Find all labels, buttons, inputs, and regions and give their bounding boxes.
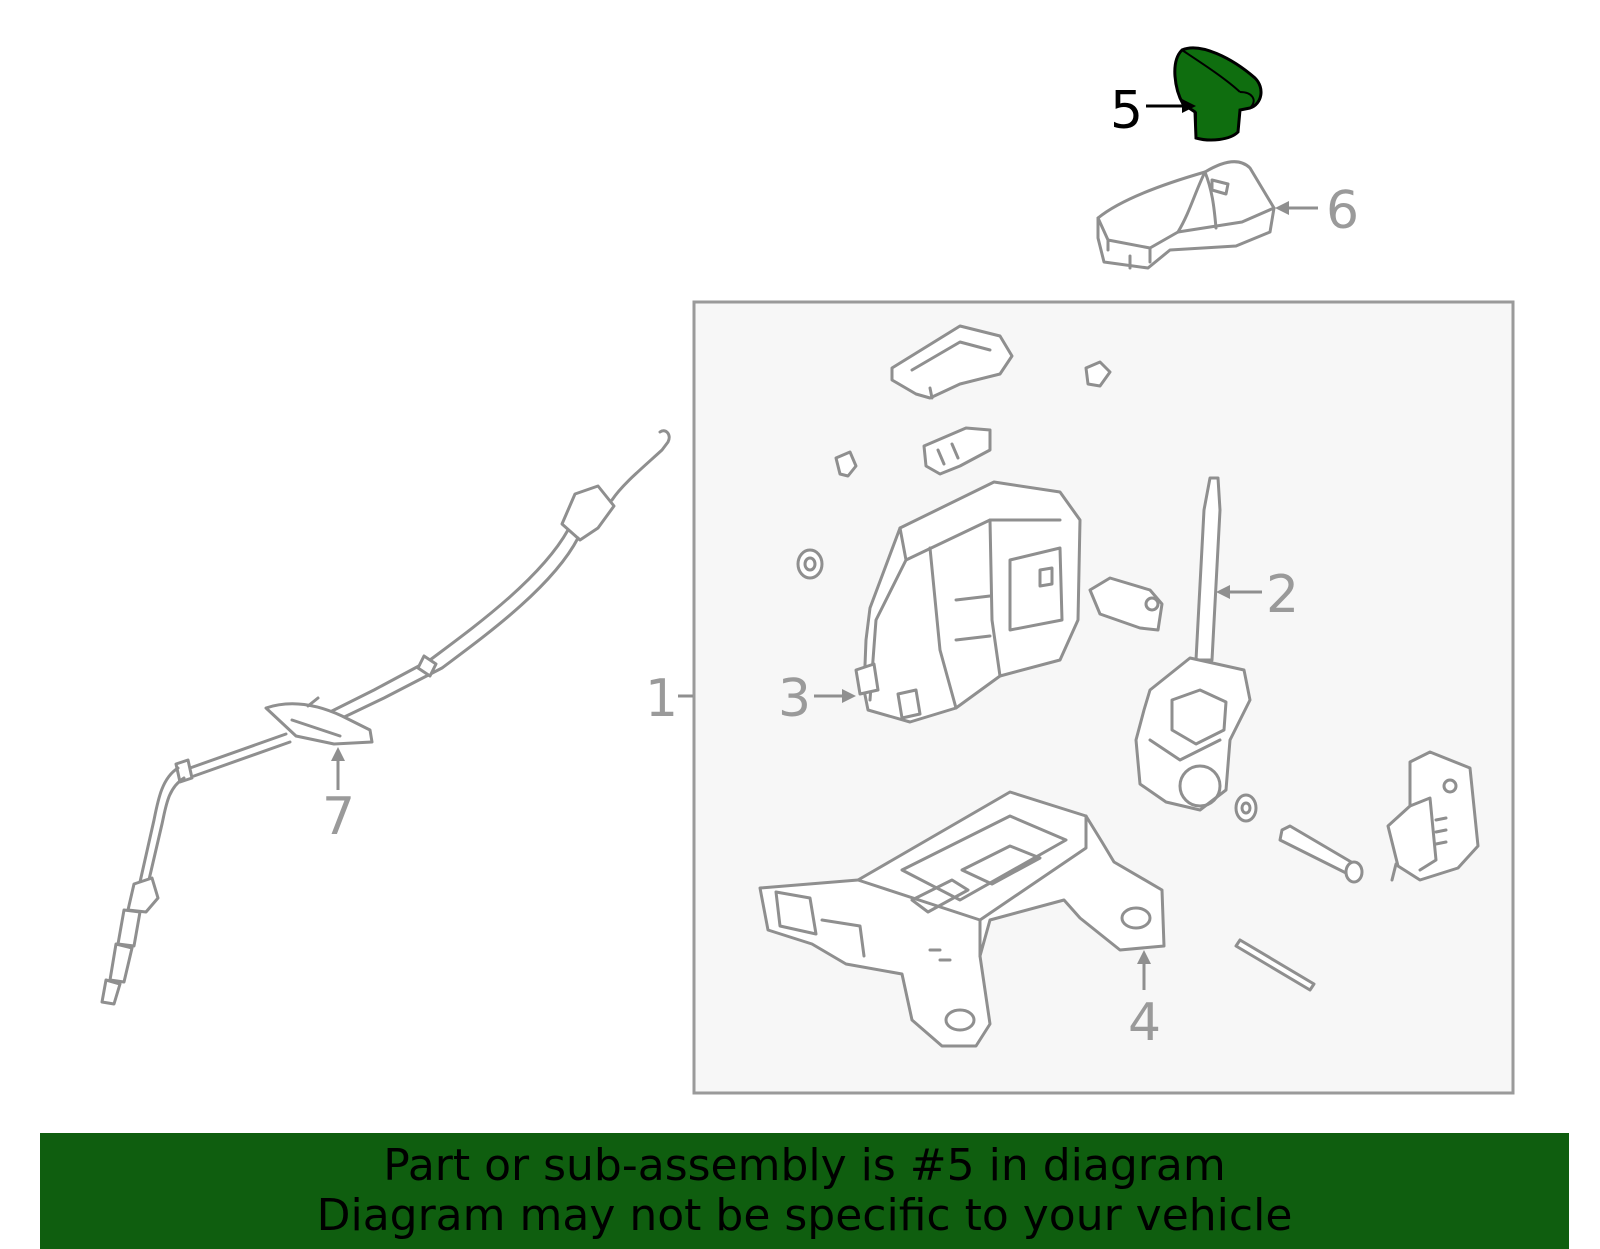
callout-3: 3 bbox=[778, 669, 811, 729]
callout-3-leader bbox=[814, 689, 856, 703]
callout-2-leader bbox=[1216, 585, 1262, 599]
part-small-clip-a bbox=[1084, 360, 1112, 388]
part-7-cable-bracket bbox=[100, 429, 671, 1006]
part-2-shift-lever bbox=[1134, 476, 1252, 812]
callout-2: 2 bbox=[1266, 565, 1299, 625]
part-position-switch bbox=[1386, 750, 1480, 882]
part-pin bbox=[1278, 824, 1364, 884]
callout-7: 7 bbox=[322, 787, 355, 847]
callout-6: 6 bbox=[1326, 181, 1359, 241]
callout-4: 4 bbox=[1128, 993, 1161, 1053]
callout-7-leader bbox=[331, 747, 345, 790]
part-rod bbox=[1234, 938, 1316, 992]
callout-6-leader bbox=[1275, 201, 1318, 215]
part-bracket-c bbox=[922, 426, 992, 476]
part-sensor-block bbox=[1088, 576, 1164, 632]
callout-5-leader bbox=[1146, 99, 1196, 113]
part-top-clip-bracket bbox=[890, 324, 1014, 400]
banner-line-2: Diagram may not be specific to your vehi… bbox=[316, 1190, 1293, 1241]
callout-5: 5 bbox=[1110, 81, 1143, 141]
info-banner: Part or sub-assembly is #5 in diagram Di… bbox=[40, 1133, 1569, 1249]
part-washer bbox=[1234, 793, 1258, 823]
part-5-shift-knob[interactable] bbox=[1173, 46, 1263, 142]
part-small-clip-b bbox=[834, 450, 858, 478]
part-3-shifter-housing bbox=[854, 480, 1082, 724]
callout-1: 1 bbox=[645, 669, 678, 729]
part-grommet bbox=[796, 548, 824, 580]
banner-line-1: Part or sub-assembly is #5 in diagram bbox=[383, 1140, 1226, 1191]
part-6-shift-boot bbox=[1096, 160, 1276, 270]
callout-4-leader bbox=[1137, 950, 1151, 990]
part-4-base-bracket bbox=[758, 790, 1166, 1048]
